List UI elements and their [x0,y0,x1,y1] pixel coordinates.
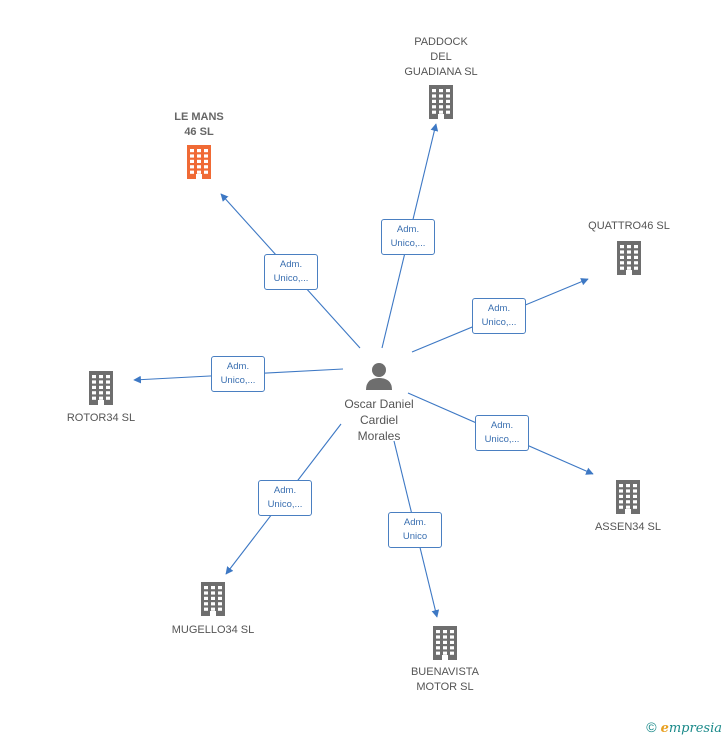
building-icon[interactable] [87,371,115,405]
company-label-line: QUATTRO46 SL [588,220,670,232]
company-label-le-mans-46-sl[interactable]: LE MANS 46 SL [139,110,259,140]
building-icon[interactable] [431,626,459,660]
role-text: Unico,... [273,273,309,284]
brand-logo: empresia [660,721,722,736]
company-label-line: ASSEN34 SL [594,521,662,533]
role-text: Adm. [490,420,514,431]
role-text: Adm. [396,224,420,235]
role-text: Unico,... [220,375,256,386]
company-label-line: BUENAVISTA [410,666,480,678]
footer-brand: ©empresia [646,719,722,736]
person-name-line: Morales [357,429,401,443]
copyright-icon: © [646,719,657,735]
role-badge-rotor34-sl[interactable]: Adm. Unico,... [211,356,265,392]
role-text: Adm. [487,303,511,314]
person-name-line: Cardiel [359,413,398,427]
role-text: Unico,... [390,238,426,249]
role-badge-quattro46-sl[interactable]: Adm. Unico,... [472,298,526,334]
company-label-line: PADDOCK [414,36,468,48]
role-text: Unico,... [481,317,517,328]
role-text: Adm. [226,361,250,372]
company-label-line: LE MANS [174,111,224,123]
company-label-line: GUADIANA SL [404,66,478,78]
building-icon[interactable] [199,582,227,616]
role-badge-le-mans-46-sl[interactable]: Adm. Unico,... [264,254,318,290]
building-icon[interactable] [185,145,213,179]
role-badge-assen34-sl[interactable]: Adm. Unico,... [475,415,529,451]
person-icon[interactable] [364,361,394,391]
company-label-rotor34-sl[interactable]: ROTOR34 SL [41,411,161,426]
company-label-quattro46-sl[interactable]: QUATTRO46 SL [569,219,689,234]
role-text: Adm. [273,485,297,496]
role-badge-mugello34-sl[interactable]: Adm. Unico,... [258,480,312,516]
company-label-buenavista-motor-sl[interactable]: BUENAVISTA MOTOR SL [385,665,505,695]
company-label-paddock-del-guadiana-sl[interactable]: PADDOCK DEL GUADIANA SL [381,35,501,80]
role-badge-buenavista-motor-sl[interactable]: Adm. Unico [388,512,442,548]
company-label-assen34-sl[interactable]: ASSEN34 SL [568,520,688,535]
company-label-line: MUGELLO34 SL [171,624,255,636]
company-label-mugello34-sl[interactable]: MUGELLO34 SL [153,623,273,638]
company-label-line: 46 SL [184,126,214,138]
role-text: Unico,... [484,434,520,445]
building-icon[interactable] [427,85,455,119]
company-label-line: ROTOR34 SL [66,412,136,424]
building-icon[interactable] [614,480,642,514]
company-label-line: MOTOR SL [416,681,474,693]
role-badge-paddock-del-guadiana-sl[interactable]: Adm. Unico,... [381,219,435,255]
role-text: Adm. [279,259,303,270]
role-text: Unico,... [267,499,303,510]
role-text: Unico [402,531,428,542]
company-label-line: DEL [430,51,452,63]
person-name-line: Oscar Daniel [344,397,414,411]
role-text: Adm. [403,517,427,528]
building-icon[interactable] [615,241,643,275]
